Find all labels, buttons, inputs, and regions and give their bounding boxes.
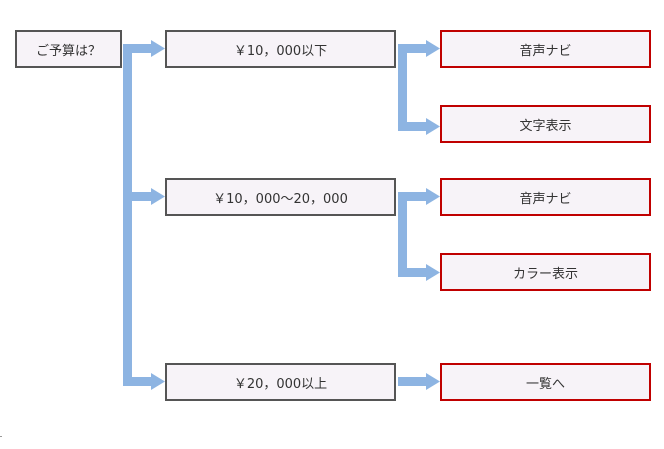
connector-tier2-option2 xyxy=(398,268,428,277)
node-tier1-option-text-display: 文字表示 xyxy=(440,105,651,143)
connector-branch-tier1 xyxy=(123,44,153,53)
stray-dot xyxy=(0,436,2,437)
arrowhead-tier3 xyxy=(151,373,165,390)
connector-tier2-option1 xyxy=(398,192,428,201)
connector-branch-tier2 xyxy=(123,192,153,201)
arrowhead-tier2 xyxy=(151,188,165,205)
node-budget-tier2: ￥10，000～20，000 xyxy=(165,178,396,216)
node-start-question: ご予算は？ xyxy=(15,30,122,68)
connector-tier1-vertical xyxy=(398,44,407,131)
connector-tier1-option2 xyxy=(398,122,428,131)
node-tier2-option-voice-nav: 音声ナビ xyxy=(440,178,651,216)
node-tier3-option-list: 一覧へ xyxy=(440,363,651,401)
node-budget-tier1: ￥10，000以下 xyxy=(165,30,396,68)
connector-tier3-option1 xyxy=(398,377,428,386)
arrowhead-tier2-option1 xyxy=(426,188,440,205)
arrowhead-tier1 xyxy=(151,40,165,57)
arrowhead-tier3-option1 xyxy=(426,373,440,390)
arrowhead-tier1-option1 xyxy=(426,40,440,57)
node-budget-tier3: ￥20，000以上 xyxy=(165,363,396,401)
connector-trunk xyxy=(123,44,132,386)
connector-tier2-vertical xyxy=(398,192,407,277)
connector-tier1-option1 xyxy=(398,44,428,53)
connector-branch-tier3 xyxy=(123,377,153,386)
node-tier1-option-voice-nav: 音声ナビ xyxy=(440,30,651,68)
arrowhead-tier1-option2 xyxy=(426,118,440,135)
arrowhead-tier2-option2 xyxy=(426,264,440,281)
node-tier2-option-color-display: カラー表示 xyxy=(440,253,651,291)
